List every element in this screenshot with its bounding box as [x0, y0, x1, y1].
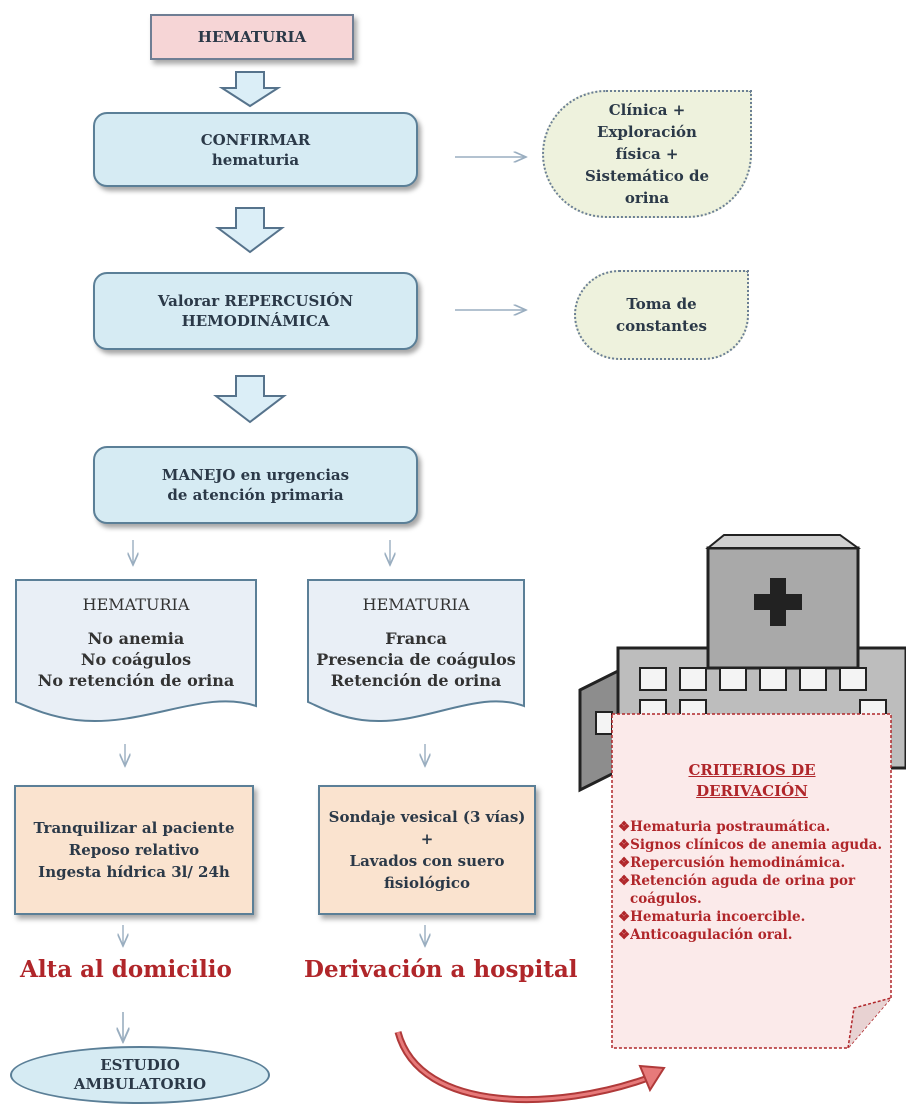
confirm-box: CONFIRMAR hematuria [93, 112, 418, 187]
right-doc-line: Franca [385, 629, 447, 648]
criteria-item: ❖Anticoagulación oral. [618, 927, 793, 943]
assess-line2: HEMODINÁMICA [181, 312, 330, 330]
title-box: HEMATURIA [150, 14, 354, 60]
assess-note: Toma de constantes [574, 270, 749, 360]
criteria-list: ❖Hematuria postraumática. ❖Signos clínic… [618, 818, 886, 944]
criteria-title-line1: CRITERIOS DE [688, 761, 816, 779]
left-action-line: Reposo relativo [68, 841, 200, 859]
assess-note-line: constantes [616, 317, 707, 335]
right-action-line: fisiológico [383, 874, 471, 892]
confirm-note-line: física + [615, 145, 679, 163]
criteria-item: ❖Hematuria postraumática. [618, 819, 831, 835]
final-line2: AMBULATORIO [73, 1075, 207, 1093]
confirm-note-line: Sistemático de [584, 167, 710, 185]
left-action-line: Tranquilizar al paciente [33, 819, 235, 837]
block-down-arrow [213, 71, 287, 424]
right-action-box: Sondaje vesical (3 vías) + Lavados con s… [318, 785, 536, 915]
right-doc-line: Presencia de coágulos [316, 650, 516, 669]
manage-line1: MANEJO en urgencias [161, 466, 350, 484]
left-action-box: Tranquilizar al paciente Reposo relativo… [14, 785, 254, 915]
right-action-line: + [420, 830, 434, 848]
assess-note-line: Toma de [626, 295, 697, 313]
confirm-note-line: orina [624, 189, 670, 207]
criteria-item: ❖Repercusión hemodinámica. [618, 855, 846, 871]
confirm-line1: CONFIRMAR [200, 130, 311, 149]
confirm-line2: hematuria [211, 150, 300, 169]
final-line1: ESTUDIO [100, 1056, 180, 1074]
referral-criteria-note: CRITERIOS DE DERIVACIÓN ❖Hematuria postr… [610, 712, 893, 1052]
left-doc-line: No anemia [87, 629, 185, 648]
assess-line1: Valorar REPERCUSIÓN [157, 292, 354, 310]
criteria-item: ❖Retención aguda de orina por coágulos. [618, 873, 856, 907]
right-action-line: Sondaje vesical (3 vías) [328, 808, 526, 826]
right-doc-title: HEMATURIA [362, 595, 470, 614]
title-text: HEMATURIA [197, 28, 307, 46]
right-outcome: Derivación a hospital [304, 956, 578, 983]
manage-box: MANEJO en urgencias de atención primaria [93, 446, 418, 524]
confirm-note: Clínica + Exploración física + Sistemáti… [542, 90, 752, 218]
right-hematuria-doc: HEMATURIA Franca Presencia de coágulos R… [306, 578, 526, 730]
criteria-title-line2: DERIVACIÓN [696, 782, 808, 800]
criteria-item: ❖Signos clínicos de anemia aguda. [618, 837, 883, 853]
confirm-note-line: Clínica + [608, 101, 686, 119]
left-hematuria-doc: HEMATURIA No anemia No coágulos No reten… [14, 578, 258, 730]
ambulatory-study-ellipse: ESTUDIO AMBULATORIO [10, 1046, 270, 1104]
left-outcome: Alta al domicilio [20, 956, 232, 983]
right-doc-line: Retención de orina [330, 671, 502, 690]
criteria-item: ❖Hematuria incoercible. [618, 909, 806, 925]
curved-red-arrow [394, 1031, 666, 1103]
left-doc-line: No retención de orina [37, 671, 235, 690]
manage-line2: de atención primaria [167, 486, 344, 504]
right-action-line: Lavados con suero [349, 852, 505, 870]
left-doc-title: HEMATURIA [82, 595, 190, 614]
left-action-line: Ingesta hídrica 3l/ 24h [38, 863, 230, 881]
assess-box: Valorar REPERCUSIÓN HEMODINÁMICA [93, 272, 418, 350]
left-doc-line: No coágulos [80, 650, 192, 669]
confirm-note-line: Exploración [597, 123, 697, 141]
